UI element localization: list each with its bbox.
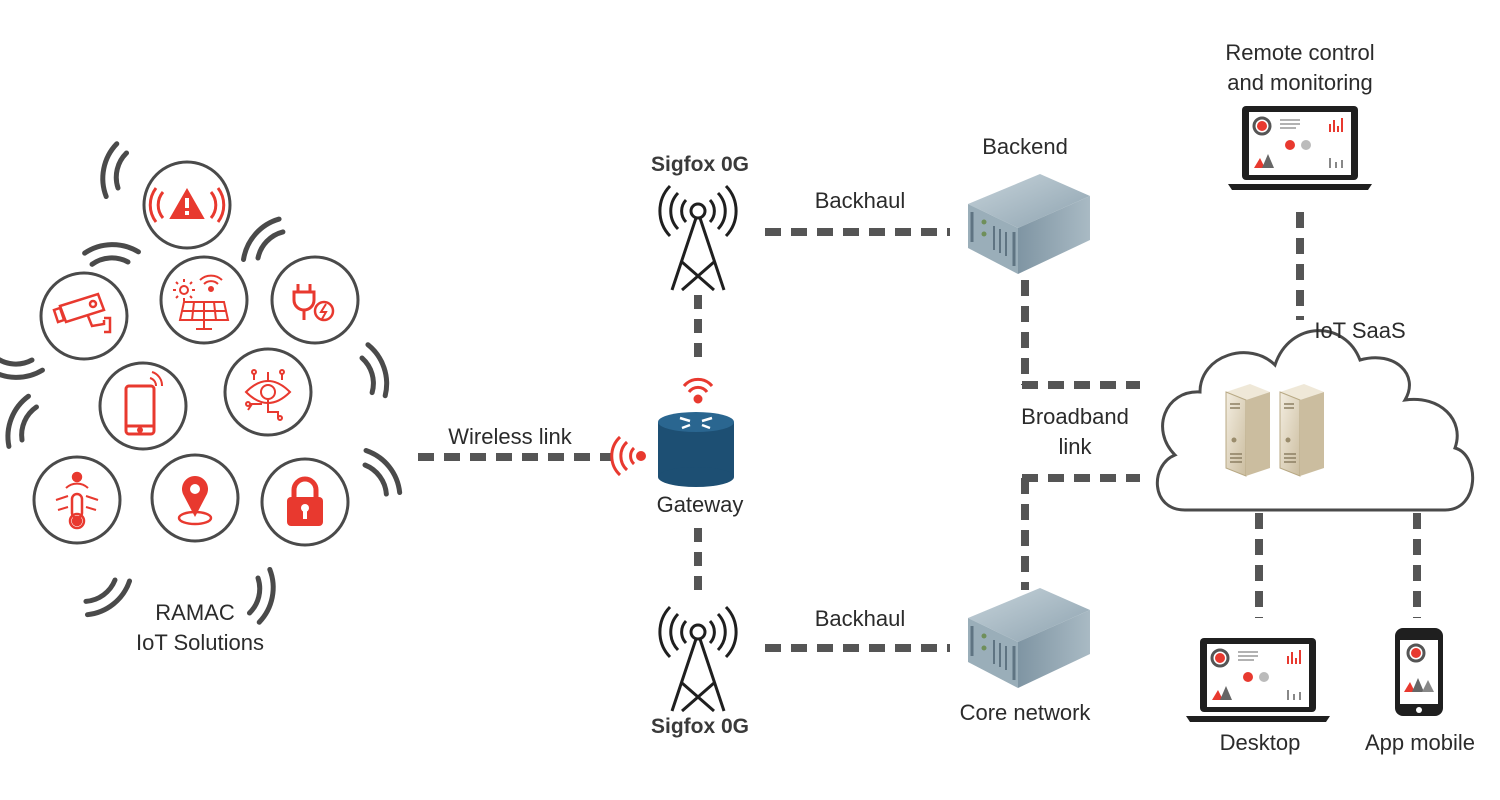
sigfox-tower-top (658, 184, 738, 292)
backhaul-top-label: Backhaul (814, 188, 906, 213)
cctv-camera-device (39, 271, 129, 361)
cctv-camera-icon (52, 292, 112, 334)
core-network-label: Core network (959, 700, 1091, 725)
remote-control-label-line1: Remote control (1225, 40, 1375, 65)
iot-cluster-title-line1: RAMAC (155, 600, 235, 625)
desktop-laptop (1186, 638, 1330, 722)
backend-server (968, 174, 1090, 274)
remote-control-label-line2: and monitoring (1227, 70, 1373, 95)
sigfox-bottom-label: Sigfox 0G (650, 715, 750, 738)
wireless-signal-icon (610, 435, 646, 477)
rack-server-icon (968, 588, 1090, 688)
sigfox-top-label: Sigfox 0G (650, 153, 750, 176)
gateway-node (610, 377, 734, 487)
backend-label: Backend (982, 134, 1068, 159)
location-pin-icon (177, 475, 213, 526)
smart-lock-device (260, 457, 350, 547)
wireless-link-label: Wireless link (448, 424, 572, 449)
radio-tower-icon (658, 184, 738, 292)
router-icon (658, 412, 734, 487)
desktop-label: Desktop (1219, 730, 1301, 755)
broadband-link-label-line2: link (1058, 434, 1092, 459)
solar-panel-device (159, 255, 249, 345)
solar-panel-icon (173, 274, 230, 330)
wifi-signal-icon (682, 377, 714, 404)
smartphone-icon (124, 371, 163, 436)
laptop-dashboard-icon (1186, 638, 1330, 722)
location-tracker-device (150, 453, 240, 543)
smart-plug-icon (292, 284, 335, 322)
iot-saas-cloud (1155, 329, 1475, 512)
padlock-icon (287, 476, 323, 526)
temperature-sensor-device (32, 455, 122, 545)
smartphone-device (98, 361, 188, 451)
core-network-server (968, 588, 1090, 688)
thermometer-icon (55, 471, 99, 530)
iot-saas-label: IoT SaaS (1314, 318, 1406, 343)
connection-lines (418, 212, 1421, 652)
mobile-phone (1395, 628, 1443, 716)
tower-server-icon (1225, 384, 1324, 477)
backhaul-bottom-label: Backhaul (814, 606, 906, 631)
iot-cluster-title-line2: IoT Solutions (135, 630, 264, 655)
radio-tower-icon (658, 605, 738, 713)
smart-vision-device (223, 347, 313, 437)
sigfox-tower-bottom (658, 605, 738, 713)
gateway-label: Gateway (656, 492, 744, 517)
broadband-link-label-line1: Broadband (1021, 404, 1129, 429)
warning-alarm-icon (148, 187, 226, 223)
smart-plug-device (270, 255, 360, 345)
remote-monitoring-laptop (1228, 106, 1372, 190)
rack-server-icon (968, 174, 1090, 274)
laptop-dashboard-icon (1228, 106, 1372, 190)
eye-circuit-icon (244, 369, 292, 421)
phone-dashboard-icon (1395, 628, 1443, 716)
iot-device-cluster (0, 142, 409, 625)
alarm-device (142, 160, 232, 250)
app-mobile-label: App mobile (1364, 730, 1476, 755)
